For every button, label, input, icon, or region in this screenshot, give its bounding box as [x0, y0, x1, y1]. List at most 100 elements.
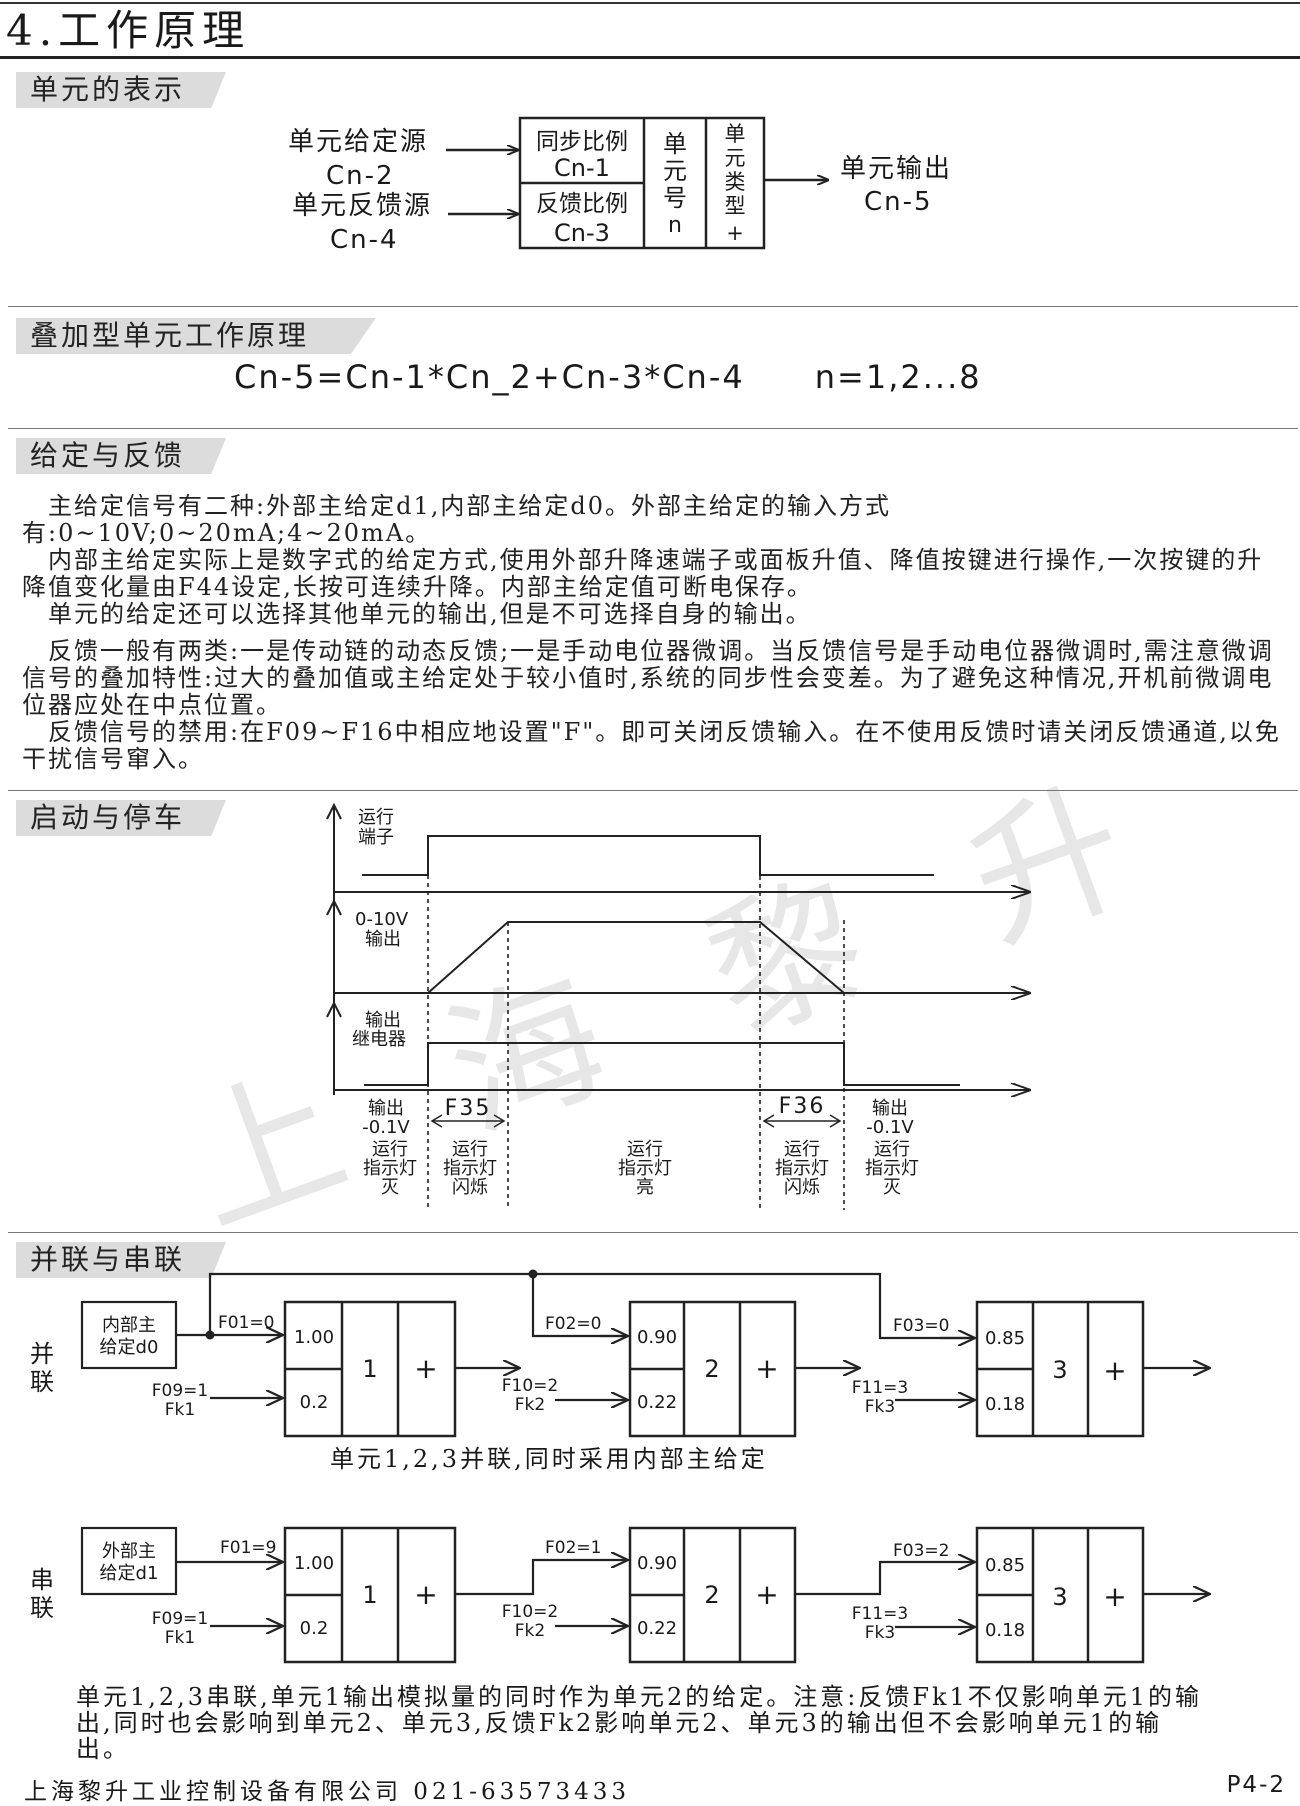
series-source-1: 外部主	[102, 1541, 156, 1562]
unit-no-char-1: 单	[663, 130, 687, 158]
section-tab-superpose: 叠加型单元工作原理	[16, 318, 376, 354]
s-u1-ffb-1: F09=1	[152, 1609, 208, 1629]
sig1-label-2: 端子	[358, 827, 394, 848]
sig2-label-1: 0-10V	[355, 909, 409, 930]
s-u3-top: 0.85	[985, 1555, 1025, 1576]
paragraph-5: 反馈信号的禁用:在F09~F16中相应地设置"F"。即可关闭反馈输入。在不使用反…	[22, 718, 1281, 773]
unit-type-char-5: +	[726, 221, 744, 245]
status-3-3: 亮	[636, 1177, 654, 1198]
divider-4	[8, 1232, 1298, 1233]
sync-ratio-label: 同步比例	[536, 129, 628, 155]
s-u3-ftop: F03=2	[893, 1541, 949, 1561]
title-rule	[0, 56, 1300, 59]
timing-diagram: 运行 端子 0-10V 输出 输出 继电器 F35 F36 输出 -0.1V 输…	[326, 802, 1300, 1210]
section-tab-start-stop: 启动与停车	[16, 800, 226, 836]
run-terminal-signal	[362, 835, 934, 876]
p-u2-top: 0.90	[637, 1327, 677, 1348]
status-3-1: 运行	[627, 1139, 663, 1160]
p-u3-ffb-2: Fk3	[865, 1397, 895, 1417]
status-3-2: 指示灯	[618, 1158, 672, 1179]
unit-no-char-2: 元	[663, 157, 687, 185]
output-label: 单元输出	[840, 154, 952, 184]
s-u2-type: +	[755, 1578, 778, 1611]
section-tab-ref-feedback: 给定与反馈	[16, 438, 226, 474]
s-u3-ffb-2: Fk3	[865, 1623, 895, 1643]
s-u3-num: 3	[1052, 1583, 1067, 1611]
p-u1-ffb-2: Fk1	[165, 1400, 195, 1420]
relay-output-signal	[364, 1042, 960, 1086]
s-u3-bot: 0.18	[985, 1620, 1025, 1641]
s-u1-num: 1	[362, 1581, 377, 1609]
f35-label: F35	[445, 1096, 492, 1121]
p-u1-top: 1.00	[294, 1327, 334, 1348]
s-u1-type: +	[414, 1578, 437, 1611]
p-u3-num: 3	[1052, 1356, 1067, 1384]
sig3-label-1: 输出	[365, 1010, 401, 1031]
sig1-label-1: 运行	[358, 807, 394, 828]
status-5-3: 灭	[883, 1177, 901, 1198]
unit-representation-diagram: 单元给定源 Cn-2 单元反馈源 Cn-4 同步比例 Cn-1 反馈比例 Cn-…	[288, 116, 952, 255]
parallel-side-1: 并	[30, 1340, 54, 1368]
p-u2-num: 2	[704, 1355, 719, 1383]
s-u2-ffb-1: F10=2	[502, 1602, 558, 1622]
unit-no-char-3: 号	[663, 184, 687, 212]
p-u2-ffb-1: F10=2	[502, 1376, 558, 1396]
source-label: 单元给定源	[288, 127, 428, 157]
f36-label: F36	[779, 1094, 826, 1119]
parallel-source-2: 给定d0	[100, 1337, 159, 1358]
parallel-source-1: 内部主	[102, 1315, 156, 1336]
feedback-code: Cn-4	[330, 225, 399, 255]
status-5-1: 运行	[874, 1139, 910, 1160]
p-u2-bot: 0.22	[637, 1392, 677, 1413]
p-u1-type: +	[414, 1352, 437, 1385]
s-u3-type: +	[1103, 1580, 1126, 1613]
series-caption: 单元1,2,3串联,单元1输出模拟量的同时作为单元2的给定。注意:反馈Fk1不仅…	[76, 1683, 1203, 1763]
p-u2-type: +	[755, 1352, 778, 1385]
out-right-2: -0.1V	[866, 1117, 914, 1138]
sync-ratio-code: Cn-1	[554, 154, 610, 182]
s-u2-bot: 0.22	[637, 1618, 677, 1639]
fb-ratio-code: Cn-3	[554, 219, 610, 247]
formula: Cn-5=Cn-1*Cn_2+Cn-3*Cn-4	[234, 358, 745, 396]
divider-1	[8, 306, 1298, 307]
s-u2-top: 0.90	[637, 1553, 677, 1574]
section-tab-parallel-series: 并联与串联	[16, 1242, 226, 1278]
series-diagram: 串 联 外部主 给定d1 1.00 0.2 1 + F01=9 F09=1 Fk…	[30, 1526, 1300, 1664]
p-u3-type: +	[1103, 1354, 1126, 1387]
p-u3-top: 0.85	[985, 1328, 1025, 1349]
unit-type-char-1: 单	[725, 122, 746, 146]
formula-line: Cn-5=Cn-1*Cn_2+Cn-3*Cn-4 n=1,2...8	[234, 358, 982, 396]
paragraph-1: 主给定信号有二种:外部主给定d1,内部主给定d0。外部主给定的输入方式有:0~1…	[22, 492, 891, 547]
status-4-3: 闪烁	[784, 1177, 820, 1198]
p-u1-ftop: F01=0	[218, 1313, 274, 1333]
parallel-diagram: 并 联 内部主 给定d0 1.00 0.2 1 + F01=0 F09=1 Fk…	[30, 1269, 1300, 1438]
unit-type-char-3: 类	[725, 170, 746, 194]
analog-output-signal	[362, 921, 960, 994]
status-1-1: 运行	[372, 1139, 408, 1160]
p-u3-bot: 0.18	[985, 1394, 1025, 1415]
unit-type-char-4: 型	[725, 194, 746, 218]
p-u3-ffb-1: F11=3	[852, 1378, 908, 1398]
p-u1-bot: 0.2	[300, 1392, 329, 1413]
status-2-1: 运行	[452, 1139, 488, 1160]
status-2-3: 闪烁	[452, 1177, 488, 1198]
unit-type-char-2: 元	[725, 146, 746, 170]
s-u2-num: 2	[704, 1581, 719, 1609]
feedback-label: 单元反馈源	[292, 191, 432, 221]
s-u1-ftop: F01=9	[220, 1538, 276, 1558]
parallel-side-2: 联	[30, 1368, 54, 1396]
s-u1-bot: 0.2	[300, 1618, 329, 1639]
ref-feedback-text: 主给定信号有二种:外部主给定d1,内部主给定d0。外部主给定的输入方式有:0~1…	[22, 493, 1284, 773]
status-4-2: 指示灯	[775, 1158, 829, 1179]
series-source-2: 给定d1	[100, 1563, 159, 1584]
status-2-2: 指示灯	[443, 1158, 497, 1179]
status-1-2: 指示灯	[363, 1158, 417, 1179]
p-u2-ftop: F02=0	[545, 1314, 601, 1334]
status-1-3: 灭	[381, 1177, 399, 1198]
formula-range: n=1,2...8	[814, 358, 982, 396]
page-number: P4-2	[1226, 1772, 1286, 1798]
series-side-2: 联	[30, 1594, 54, 1622]
p-u3-ftop: F03=0	[893, 1316, 949, 1336]
series-side-1: 串	[30, 1566, 54, 1594]
sig2-label-2: 输出	[365, 929, 401, 950]
